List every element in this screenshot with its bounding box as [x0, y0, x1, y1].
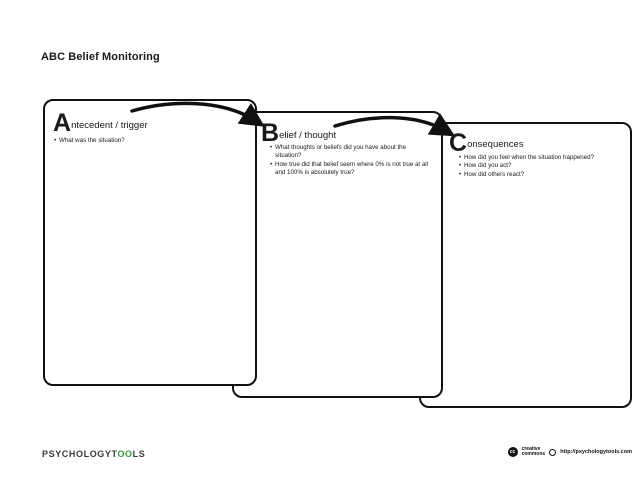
- globe-icon: [549, 448, 557, 456]
- question-item: How true did that belief seem where 0% i…: [270, 161, 430, 178]
- question-item: How did you feel when the situation happ…: [459, 154, 631, 163]
- belief-thought-card: Belief / thought What thoughts or belief…: [232, 111, 443, 398]
- antecedent-trigger-card: Antecedent / trigger What was the situat…: [43, 99, 257, 386]
- creative-commons-label: creative commons: [522, 447, 546, 457]
- question-item: What was the situation?: [54, 137, 244, 146]
- brand-highlight: OO: [117, 449, 133, 459]
- card-heading: Antecedent / trigger: [53, 108, 148, 136]
- website-url[interactable]: http://psychologytools.com: [560, 449, 632, 455]
- question-list: What thoughts or beliefs did you have ab…: [270, 144, 430, 178]
- heading-initial: C: [449, 129, 468, 157]
- heading-rest: ntecedent / trigger: [71, 120, 148, 131]
- cc-line-1: creative: [521, 446, 541, 452]
- heading-initial: A: [53, 109, 72, 137]
- heading-rest: elief / thought: [279, 130, 337, 141]
- cc-line-2: commons: [521, 451, 546, 457]
- question-item: How did you act?: [459, 162, 631, 171]
- creative-commons-icon: cc: [507, 447, 518, 457]
- psychology-tools-logo: PSYCHOLOGYTOOLS: [42, 449, 145, 459]
- heading-rest: onsequences: [467, 139, 524, 150]
- heading-initial: B: [261, 119, 280, 147]
- consequences-card: Consequences How did you feel when the s…: [419, 122, 632, 408]
- question-item: What thoughts or beliefs did you have ab…: [270, 144, 430, 161]
- page-title: ABC Belief Monitoring: [41, 51, 160, 63]
- brand-text: PSYCHOLOGYT: [42, 449, 118, 459]
- question-list: How did you feel when the situation happ…: [459, 154, 631, 180]
- question-list: What was the situation?: [54, 137, 244, 146]
- footer-credits: cc creative commons http://psychologytoo…: [507, 447, 632, 457]
- card-heading: Consequences: [449, 127, 524, 156]
- brand-text-end: LS: [132, 449, 146, 459]
- question-item: How did others react?: [459, 171, 631, 180]
- card-heading: Belief / thought: [261, 118, 337, 146]
